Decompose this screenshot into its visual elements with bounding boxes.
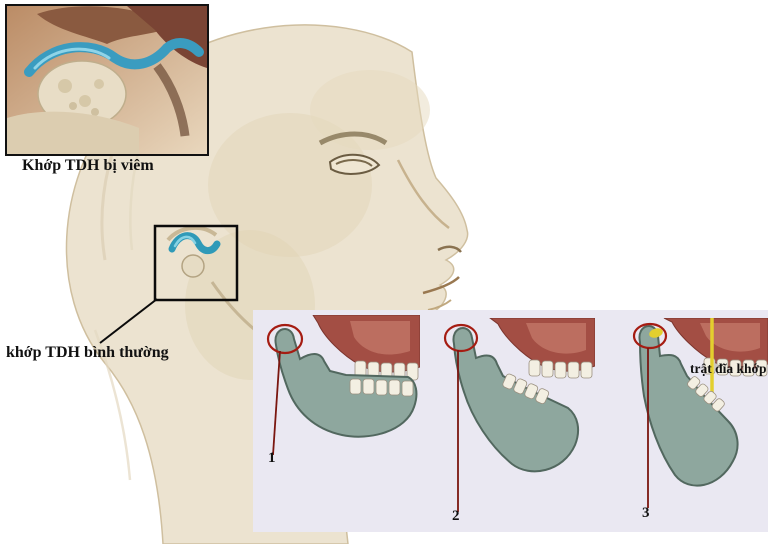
jaw-stage-2 xyxy=(443,318,595,512)
condyle-head xyxy=(181,254,205,278)
condyle-circle-1 xyxy=(266,323,304,355)
stage-1-line xyxy=(272,350,281,456)
inset-label: Khớp TDH bị viêm xyxy=(22,157,154,174)
condyle-circle-2 xyxy=(443,323,479,353)
jaw-stage-3 xyxy=(632,318,768,508)
mandible-stage-3 xyxy=(638,325,739,487)
tmj-pointer-line xyxy=(99,298,158,344)
inset-inflamed-joint xyxy=(5,4,209,156)
stage-number-3: 3 xyxy=(642,505,650,521)
displaced-disc xyxy=(649,328,663,338)
jaw-stage-1 xyxy=(266,315,420,456)
inflamed-joint-illustration xyxy=(7,6,207,154)
condyle-circle-3 xyxy=(632,322,668,350)
eyebrow xyxy=(318,131,388,146)
upper-teeth xyxy=(528,359,593,379)
normal-joint-label: khớp TDH bình thường xyxy=(6,344,169,361)
eye xyxy=(328,153,381,175)
mouth-line xyxy=(422,276,460,295)
stage-number-1: 1 xyxy=(268,450,276,466)
nose-line xyxy=(396,159,450,230)
upper-teeth xyxy=(703,357,768,377)
lower-teeth xyxy=(502,373,550,405)
mandible-stage-1 xyxy=(274,328,418,438)
lower-teeth xyxy=(349,378,414,397)
mandible-stage-2 xyxy=(452,327,580,473)
lower-teeth xyxy=(687,376,725,412)
dislocation-label: trật đĩa khớp xyxy=(690,361,767,376)
stage-number-2: 2 xyxy=(452,508,460,524)
tmj-highlight-box xyxy=(153,224,239,302)
